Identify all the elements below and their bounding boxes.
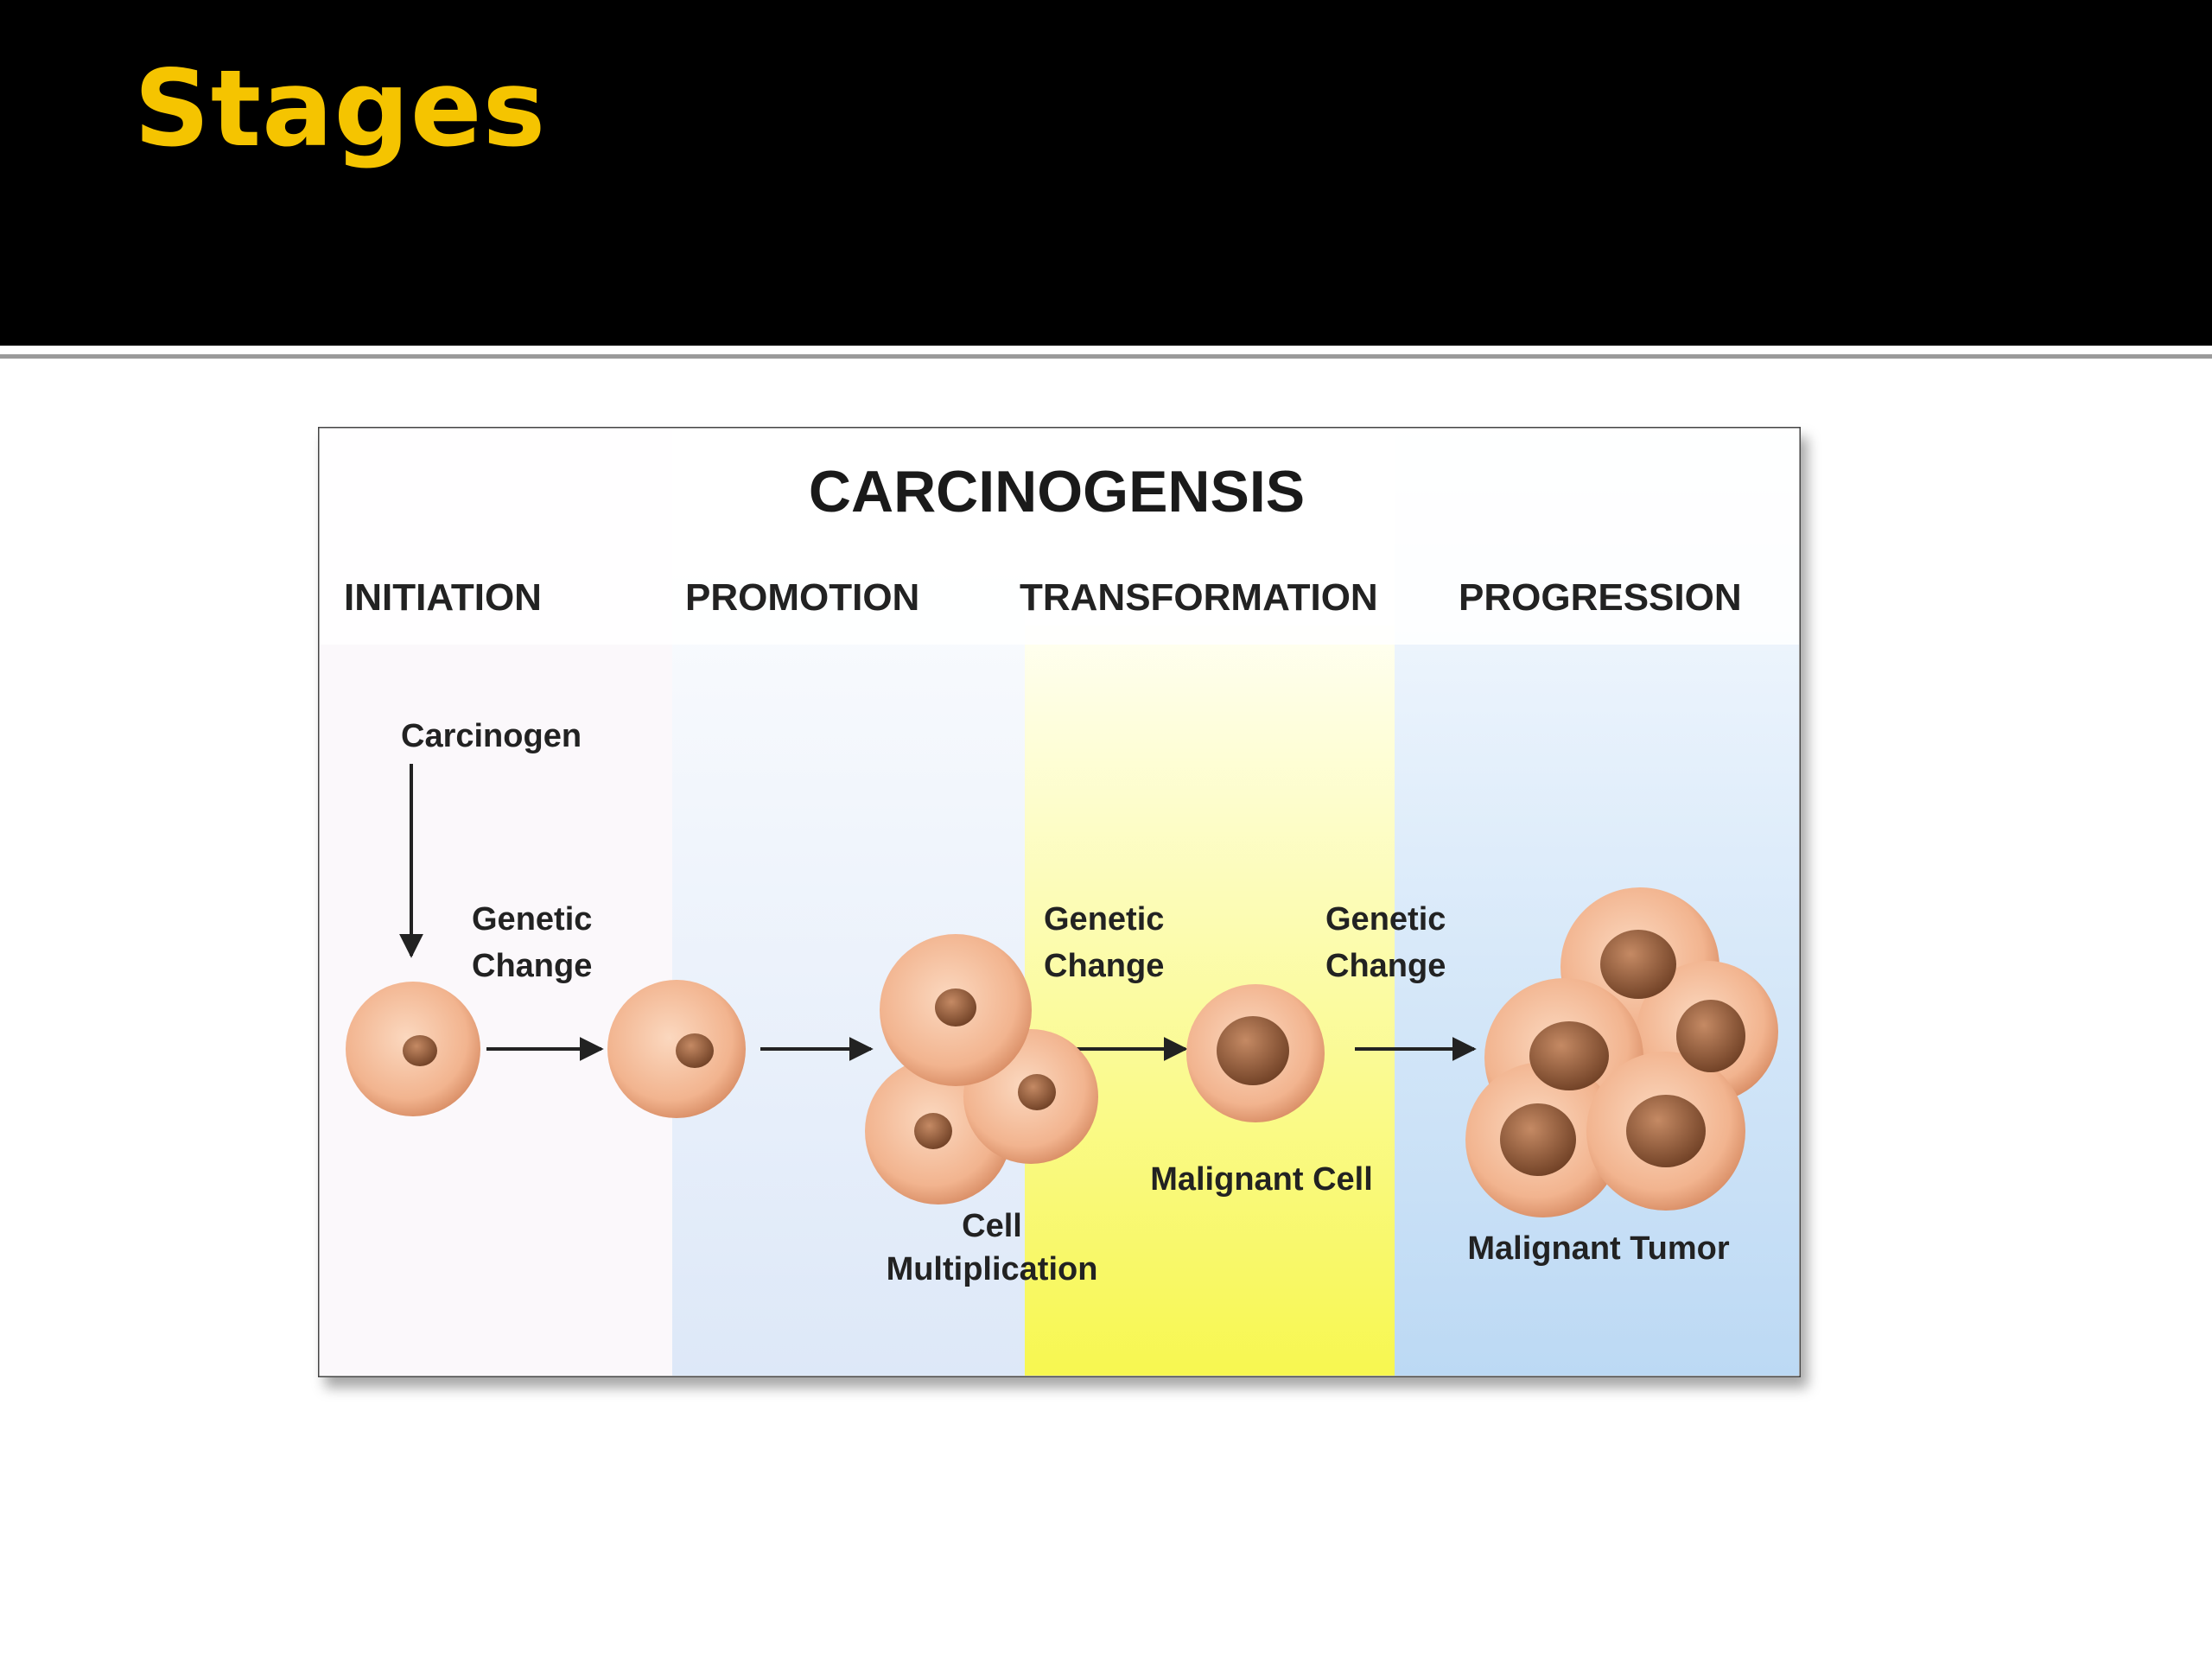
malignant-cell <box>1186 984 1325 1122</box>
genetic-change-1-line2: Change <box>472 948 592 984</box>
carcinogenesis-diagram: CARCINOGENSIS INITIATION PROMOTION TRANS… <box>318 427 1801 1377</box>
cell-multiplication-label-line2: Multiplication <box>887 1251 1098 1287</box>
cell-multiplication-label-line1: Cell <box>962 1208 1022 1244</box>
transformation-band <box>1025 626 1395 1376</box>
normal-cell <box>346 982 480 1116</box>
stage-initiation: INITIATION <box>344 576 542 619</box>
genetic-change-1-line1: Genetic <box>472 901 592 938</box>
slide-title: Stages <box>134 48 547 170</box>
carcinogen-label: Carcinogen <box>401 718 582 754</box>
malignant-tumor <box>1465 887 1778 1217</box>
cell-multiplication-cluster <box>865 934 1098 1205</box>
initiated-cell <box>607 980 746 1118</box>
genetic-change-2-line1: Genetic <box>1044 901 1164 938</box>
header-band <box>320 429 1799 645</box>
diagram-title: CARCINOGENSIS <box>809 459 1305 524</box>
stage-promotion: PROMOTION <box>685 576 919 619</box>
stage-transformation: TRANSFORMATION <box>1020 576 1378 619</box>
genetic-change-3-line2: Change <box>1325 948 1446 984</box>
malignant-cell-label: Malignant Cell <box>1150 1161 1373 1198</box>
header-divider <box>0 354 2212 359</box>
genetic-change-3-line1: Genetic <box>1325 901 1446 938</box>
genetic-change-2-line2: Change <box>1044 948 1164 984</box>
stage-progression: PROGRESSION <box>1459 576 1742 619</box>
slide-header-bar <box>0 0 2212 346</box>
malignant-tumor-label: Malignant Tumor <box>1467 1230 1729 1267</box>
